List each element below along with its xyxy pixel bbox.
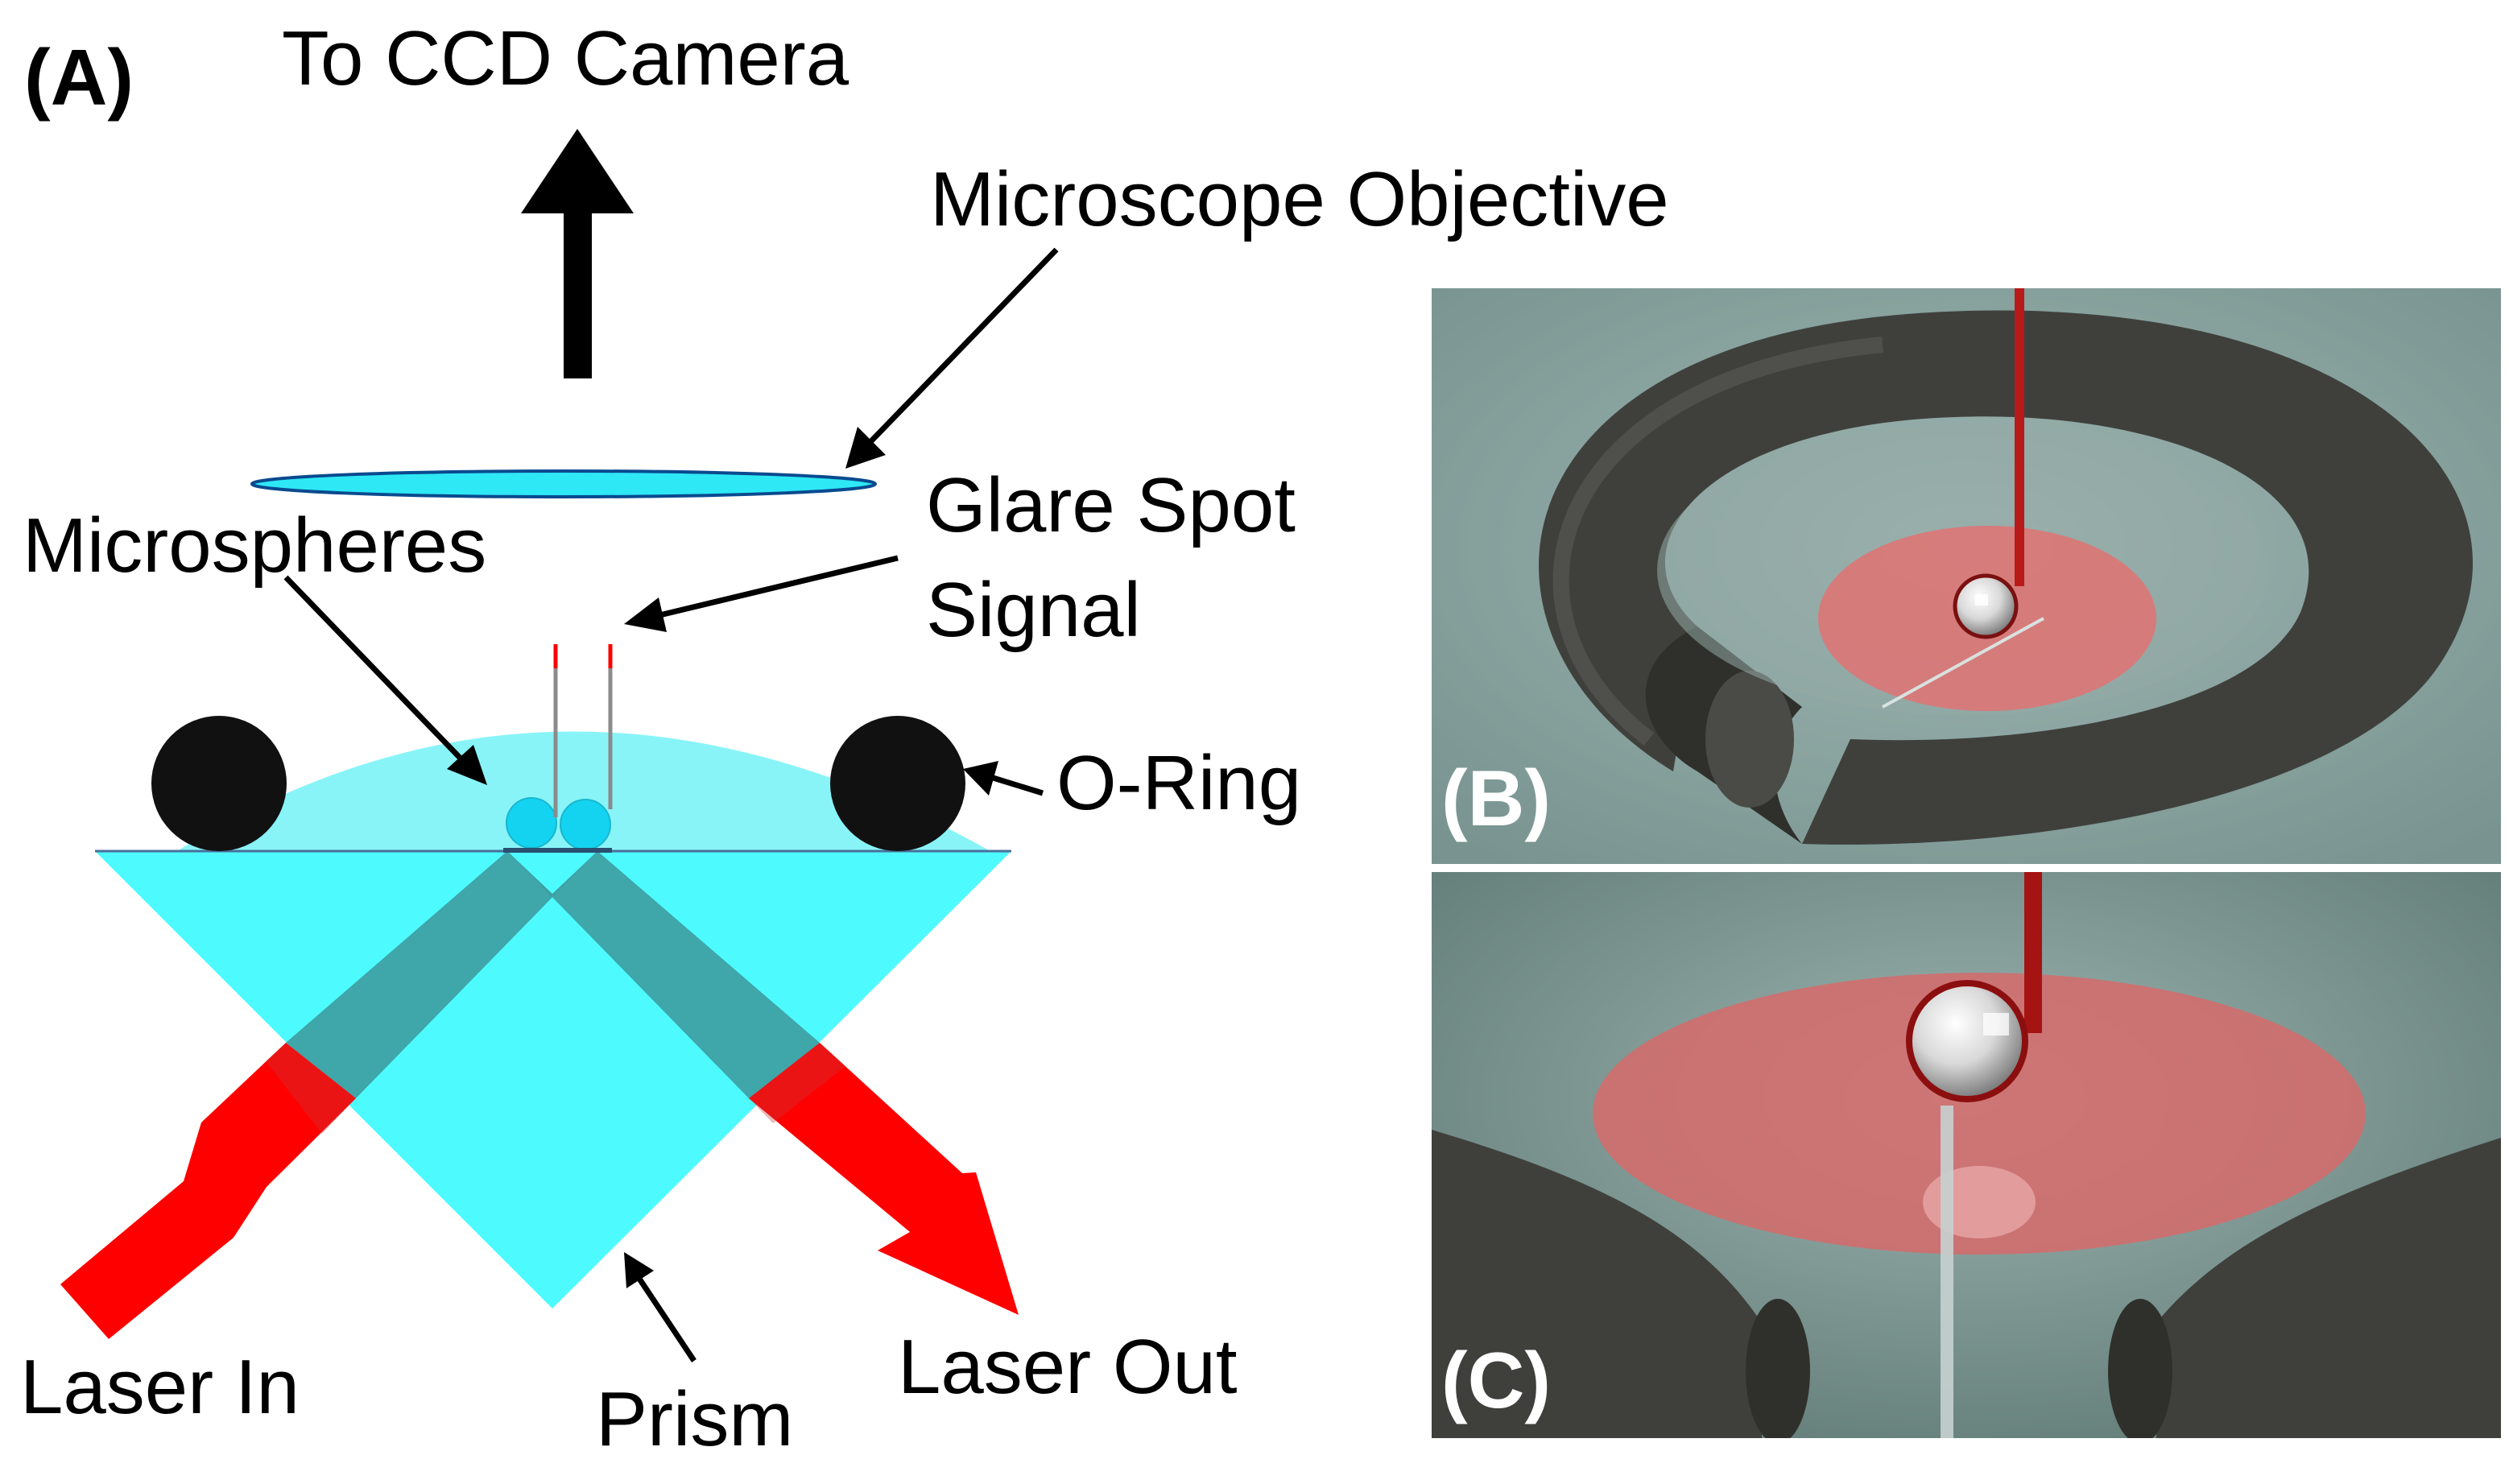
objective-lens [250,469,877,498]
panel-a: (A) To CCD Camera Microscope Objective G… [20,15,1669,1462]
camera-arrow [521,129,634,378]
oring-render-b [1539,310,2474,845]
sphere-b [1953,573,2019,639]
red-beam-b [2015,288,2024,586]
sphere-c [1906,980,2028,1102]
prism [95,851,1011,1308]
laser-out-label: Laser Out [898,1324,1238,1410]
prism-label: Prism [596,1376,793,1462]
oring-label: O-Ring [1056,740,1301,826]
panel-b-label: (B) [1441,754,1551,842]
glare-label-line2: Signal [926,567,1141,653]
laser-in-label: Laser In [20,1344,300,1430]
microsphere-right [560,799,611,850]
red-beam-c [2024,872,2042,1033]
microsphere-left [506,797,557,849]
panel-c-label: (C) [1441,1336,1551,1424]
laser-in-beam [60,1043,356,1339]
oring-right [830,716,965,851]
pointer-arrows [283,247,1059,1362]
beam-path [286,851,820,1098]
microspheres-label: Microspheres [23,502,486,589]
camera-label: To CCD Camera [282,15,849,101]
panel-a-label: (A) [24,33,134,122]
oring-left [151,716,287,851]
laser-spot-c [1593,973,2366,1255]
glare-label-line1: Glare Spot [926,462,1296,548]
panel-c: (C) [1432,872,2501,1438]
oring-render-c [1432,1130,2501,1438]
glare-signal-lines [553,644,613,817]
panel-b: (B) [1432,288,2501,864]
objective-label: Microscope Objective [930,156,1669,242]
fluid-dome [177,731,990,851]
laser-out-beam [749,1043,1019,1315]
